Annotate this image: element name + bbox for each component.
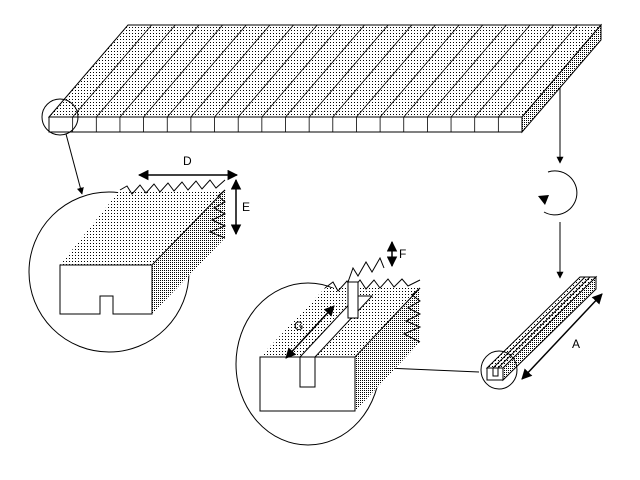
label-f: F <box>399 247 406 261</box>
label-g: G <box>294 319 303 333</box>
plate-slot-line <box>95 24 176 118</box>
bar-slot <box>492 367 499 377</box>
center-block-jagged-side <box>402 287 422 343</box>
left-block-top-edge <box>151 189 226 266</box>
plate-slot-line <box>119 24 200 118</box>
left-detail <box>28 179 227 353</box>
center-block-top-edge <box>354 287 421 358</box>
dimension-a-arrow <box>521 293 603 380</box>
plate-slot-line <box>450 24 531 118</box>
plate-slot-line <box>143 24 223 118</box>
bar-side-face <box>502 275 597 382</box>
center-block-front <box>259 356 356 412</box>
plate-slot-line <box>72 24 152 118</box>
center-fin-jagged <box>347 256 385 283</box>
arrow-bar-to-detail <box>385 364 480 373</box>
plate-slot-line <box>237 24 318 118</box>
left-block-jagged-top <box>119 179 226 195</box>
dimension-g-arrow <box>285 305 335 359</box>
left-block-front <box>59 264 153 315</box>
rotation-icon <box>543 170 578 216</box>
bar-slot-line <box>492 276 586 369</box>
plate-slot-line <box>474 24 555 118</box>
left-block-jagged-side <box>208 189 227 239</box>
plate-slot-line <box>427 24 507 118</box>
left-block-top <box>60 190 225 265</box>
label-e: E <box>242 200 250 214</box>
plate-slot-line <box>356 24 436 118</box>
plate-slot-line <box>261 24 342 118</box>
bar-top-face <box>485 276 598 369</box>
plate-slot-line <box>498 24 578 118</box>
plate-slot-line <box>190 24 271 118</box>
arrow-plate-to-detail <box>65 133 84 195</box>
label-a: A <box>572 337 580 351</box>
plate-slot-lines <box>72 24 578 132</box>
center-detail <box>235 256 422 446</box>
plate-slot-line <box>166 24 247 118</box>
plate-side-face <box>521 23 602 134</box>
bar-magnifier-circle <box>480 350 518 390</box>
center-block-jagged-top <box>324 278 421 292</box>
slotted-plate <box>47 23 603 134</box>
slotted-bar <box>485 275 598 382</box>
center-fin <box>347 281 359 319</box>
plate-slot-line <box>285 24 365 118</box>
center-block-side <box>355 288 420 411</box>
plate-slot-line <box>308 24 389 118</box>
rotation-arrowhead <box>538 195 549 205</box>
plate-slot-line <box>379 24 460 118</box>
plate-slot-line <box>214 24 294 118</box>
left-block-side <box>152 190 225 314</box>
plate-magnifier-circle <box>41 98 79 136</box>
plate-slot-line <box>332 24 413 118</box>
label-d: D <box>183 154 192 168</box>
plate-slot-line <box>403 24 484 118</box>
